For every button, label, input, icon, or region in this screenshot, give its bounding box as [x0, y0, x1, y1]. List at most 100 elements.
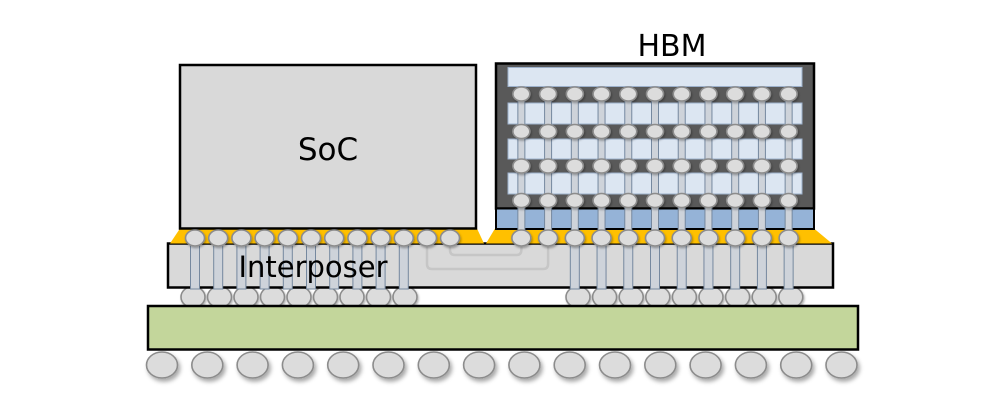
- hbm-microbump: [564, 229, 586, 247]
- interposer-tsv: [703, 245, 714, 290]
- hbm-microbump: [617, 229, 639, 247]
- soc-microbump: [277, 229, 299, 247]
- interposer-body: [166, 242, 835, 289]
- bga-ball: [508, 351, 541, 379]
- routing-trace-outer: [425, 246, 550, 271]
- bga-ball: [191, 351, 224, 379]
- hbm-microbump: [511, 229, 532, 247]
- hbm-microbump: [699, 86, 718, 102]
- hbm-microbump: [512, 158, 531, 174]
- c4-bump: [365, 285, 392, 309]
- c4-bump: [259, 285, 286, 309]
- c4-bump: [286, 285, 312, 309]
- interposer-tsv: [650, 245, 660, 290]
- c4-bump: [339, 285, 365, 309]
- bga-ball: [643, 351, 677, 379]
- c4-bump: [180, 285, 206, 309]
- interposer-tsv: [213, 245, 224, 290]
- bga-ball: [281, 351, 315, 379]
- interposer-tsv: [398, 245, 409, 290]
- c4-bump: [233, 285, 259, 309]
- hbm-microbump: [699, 158, 718, 174]
- soc-microbump: [254, 229, 275, 247]
- hbm-label: HBM: [637, 29, 706, 64]
- interposer-tsv: [190, 245, 200, 290]
- interposer-tsv: [783, 245, 794, 290]
- hbm-top-die: [507, 67, 803, 87]
- hbm-microbump: [779, 192, 798, 209]
- hbm-microbump: [592, 192, 611, 209]
- hbm-microbump: [618, 86, 638, 102]
- bga-ball: [825, 351, 858, 379]
- hbm-microbump: [672, 192, 692, 209]
- hbm-microbump: [618, 158, 638, 174]
- hbm-microbump: [645, 123, 665, 140]
- bga-ball: [462, 351, 496, 379]
- soc-microbump: [393, 229, 415, 247]
- hbm-microbump: [592, 158, 611, 174]
- hbm-microbump: [752, 192, 772, 209]
- soc-microbump: [231, 229, 252, 247]
- interposer-tsv: [596, 245, 607, 290]
- hbm-microbumps: [512, 86, 798, 209]
- hbm-microbump: [538, 86, 558, 102]
- bga-ball: [145, 351, 179, 379]
- soc-microbump: [323, 229, 345, 247]
- hbm-microbump: [538, 123, 558, 140]
- hbm-microbump: [779, 158, 798, 174]
- bga-ball: [598, 351, 632, 379]
- hbm-microbump: [699, 123, 718, 140]
- bga-ball: [734, 351, 768, 379]
- hbm-microbump: [618, 192, 638, 209]
- hbm-microbump: [565, 192, 585, 209]
- c4-bump: [671, 285, 698, 309]
- hbm-microbump: [752, 86, 772, 102]
- hbm-microbump: [671, 229, 693, 247]
- hbm-microbump: [591, 229, 612, 247]
- bga-ball: [236, 351, 269, 379]
- hbm-microbump: [644, 229, 666, 247]
- c4-bump: [312, 285, 339, 309]
- c4-bump: [724, 285, 751, 309]
- hbm-microbump: [538, 158, 558, 174]
- hbm-microbump: [512, 123, 531, 140]
- hbm-microbump: [512, 192, 531, 209]
- c4-bump: [591, 285, 618, 309]
- hbm-microbump: [618, 123, 638, 140]
- package-substrate: [146, 304, 860, 351]
- hbm-microbump: [725, 158, 745, 174]
- soc-microbump: [207, 229, 229, 247]
- bga-ball: [553, 351, 587, 379]
- interposer-tsv: [569, 245, 580, 290]
- hbm-microbump: [698, 229, 719, 247]
- c4-bump: [618, 285, 645, 309]
- hbm-microbump: [645, 158, 665, 174]
- hbm-microbump: [778, 229, 799, 247]
- c4-bump: [565, 285, 591, 309]
- hbm-microbump: [645, 86, 665, 102]
- soc-microbump: [370, 229, 391, 247]
- soc-die: [178, 63, 478, 230]
- hbm-microbump: [725, 86, 745, 102]
- hbm-microbump: [672, 86, 692, 102]
- interposer-routing: [425, 246, 550, 271]
- soc-microbump: [347, 229, 368, 247]
- hbm-stack: [494, 62, 816, 232]
- hbm-microbump: [725, 123, 745, 140]
- hbm-microbump: [752, 158, 772, 174]
- c4-bump: [698, 285, 724, 309]
- interposer-tsv: [756, 245, 767, 290]
- hbm-microbump: [751, 229, 773, 247]
- hbm-microbump: [565, 123, 585, 140]
- hbm-microbump: [537, 229, 559, 247]
- bga-ball-row: [145, 351, 858, 379]
- interposer-tsv: [676, 245, 687, 290]
- routing-trace-inner: [448, 246, 523, 257]
- bga-ball: [779, 351, 813, 379]
- hbm-microbump: [565, 158, 585, 174]
- bga-ball: [417, 351, 451, 379]
- hbm-microbump: [592, 86, 611, 102]
- interposer-tsv: [623, 245, 634, 290]
- bga-ball: [326, 351, 360, 379]
